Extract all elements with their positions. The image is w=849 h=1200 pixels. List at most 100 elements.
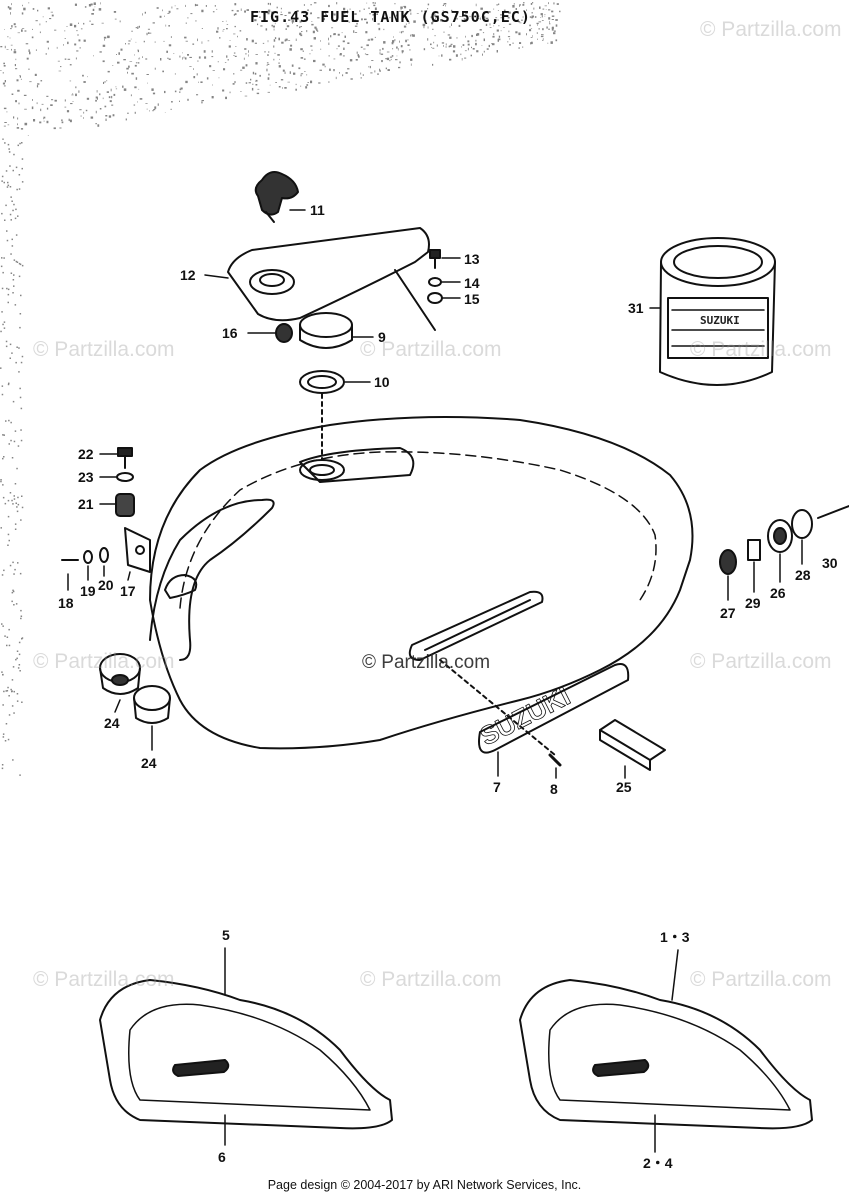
noise-speck [424, 22, 427, 24]
noise-speck [46, 40, 49, 43]
noise-speck [39, 121, 42, 124]
noise-speck [76, 50, 79, 52]
noise-speck [20, 429, 22, 431]
noise-speck [11, 499, 13, 502]
noise-speck [335, 76, 337, 80]
noise-speck [465, 11, 468, 14]
noise-speck [36, 85, 39, 88]
noise-speck [29, 81, 32, 83]
noise-speck [49, 18, 52, 20]
noise-speck [486, 48, 489, 50]
noise-speck [154, 41, 156, 43]
noise-speck [10, 219, 12, 221]
noise-speck [4, 740, 7, 742]
noise-speck [127, 71, 128, 74]
noise-speck [135, 62, 138, 64]
noise-speck [430, 43, 432, 46]
noise-speck [20, 78, 22, 80]
noise-speck [138, 62, 140, 64]
noise-speck [449, 26, 451, 28]
noise-speck [2, 736, 5, 738]
noise-speck [400, 6, 403, 9]
noise-speck [310, 12, 312, 15]
noise-speck [289, 71, 291, 74]
noise-speck [540, 17, 542, 18]
callout-label: 30 [822, 555, 838, 571]
noise-speck [300, 34, 303, 37]
noise-speck [498, 3, 500, 5]
noise-speck [519, 22, 522, 24]
noise-speck [64, 58, 67, 60]
noise-speck [427, 8, 429, 10]
figure-title: FIG.43 FUEL TANK (GS750C,EC) [250, 8, 531, 26]
noise-speck [547, 42, 549, 44]
noise-speck [13, 49, 16, 51]
noise-speck [147, 82, 148, 84]
noise-speck [531, 15, 534, 18]
noise-speck [278, 65, 281, 68]
noise-speck [166, 50, 168, 53]
noise-speck [8, 419, 10, 422]
noise-speck [85, 109, 88, 112]
noise-speck [369, 65, 371, 69]
noise-speck [549, 21, 550, 24]
noise-speck [138, 25, 140, 28]
noise-speck [167, 57, 169, 59]
noise-speck [89, 20, 91, 22]
noise-speck [104, 38, 105, 41]
callout-label: 20 [98, 577, 114, 593]
noise-speck [363, 8, 365, 10]
noise-speck [255, 84, 258, 86]
noise-speck [255, 54, 258, 55]
noise-speck [240, 8, 242, 11]
noise-speck [14, 523, 17, 525]
noise-speck [20, 609, 22, 612]
noise-speck [296, 10, 299, 12]
noise-speck [551, 28, 554, 31]
noise-speck [20, 294, 22, 297]
noise-speck [197, 38, 198, 42]
noise-speck [67, 41, 69, 45]
noise-speck [519, 4, 521, 6]
noise-speck [18, 275, 21, 278]
noise-speck [276, 6, 278, 9]
noise-speck [14, 483, 17, 485]
noise-speck [28, 49, 30, 52]
noise-speck [449, 58, 452, 61]
noise-speck [459, 16, 462, 17]
noise-speck [337, 33, 340, 36]
noise-speck [507, 17, 510, 19]
noise-speck [538, 21, 542, 23]
noise-speck [156, 7, 159, 9]
noise-speck [300, 48, 303, 51]
noise-speck [18, 653, 21, 656]
noise-speck [69, 80, 72, 82]
noise-speck [20, 407, 23, 410]
side-cover-right [519, 949, 813, 1153]
noise-speck [258, 11, 261, 13]
noise-speck [72, 93, 74, 95]
noise-speck [267, 63, 270, 65]
noise-speck [455, 54, 458, 57]
noise-speck [13, 259, 16, 261]
noise-speck [21, 29, 23, 32]
noise-speck [18, 641, 21, 644]
noise-speck [7, 515, 10, 518]
noise-speck [13, 712, 15, 714]
noise-speck [409, 49, 411, 51]
noise-speck [123, 88, 127, 91]
noise-speck [50, 11, 53, 13]
noise-speck [347, 68, 350, 70]
noise-speck [331, 27, 334, 29]
noise-speck [7, 184, 10, 187]
noise-speck [497, 39, 499, 42]
noise-speck [137, 49, 139, 51]
noise-speck [549, 23, 551, 25]
noise-speck [108, 96, 111, 99]
noise-speck [10, 12, 11, 15]
noise-speck [442, 10, 444, 11]
noise-speck [273, 39, 276, 42]
noise-speck [222, 29, 225, 30]
noise-speck [170, 36, 172, 38]
callout-label: 12 [180, 267, 196, 283]
